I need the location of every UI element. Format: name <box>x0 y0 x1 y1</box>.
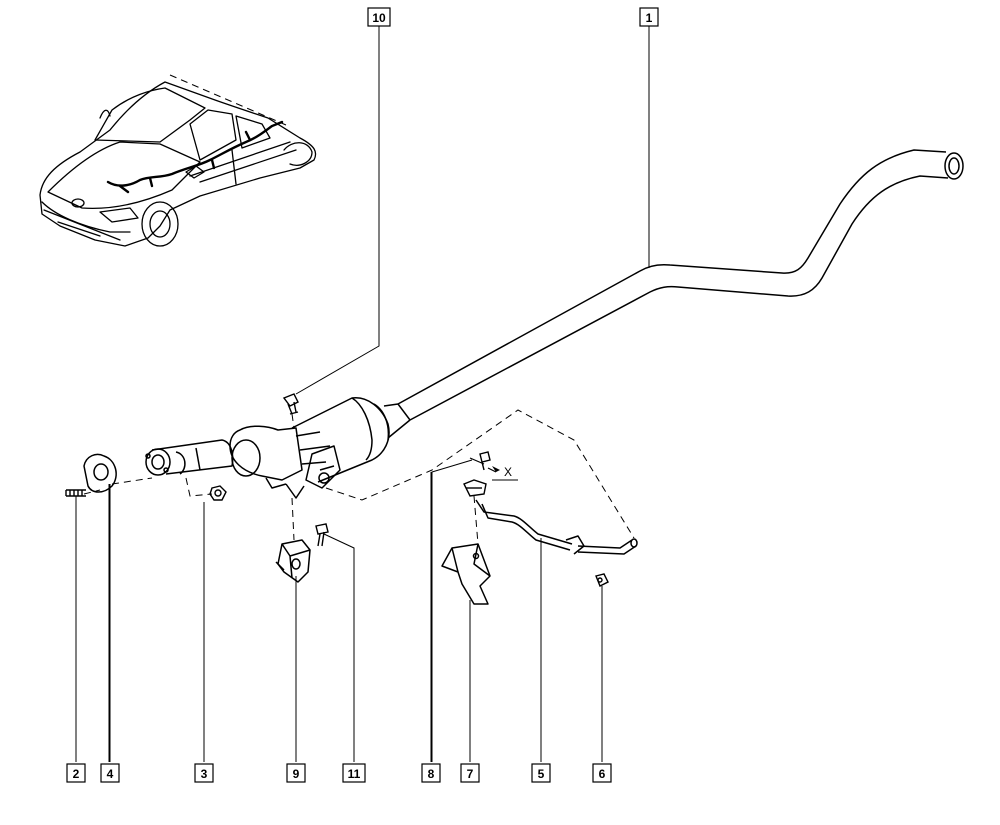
screw <box>315 523 329 547</box>
stud-bolt <box>65 489 86 497</box>
callout-8: 8 <box>421 763 441 783</box>
callout-2: 2 <box>66 763 86 783</box>
sensor-bolt <box>463 451 491 497</box>
nut <box>209 485 227 501</box>
callout-10: 10 <box>367 7 391 27</box>
location-dashed-line <box>169 74 287 126</box>
callout-label: 10 <box>372 11 386 25</box>
annotation-x: X <box>504 465 512 479</box>
wiring-harness <box>106 120 284 194</box>
leader-lines <box>75 26 650 762</box>
vehicle-illustration <box>39 81 317 247</box>
callout-5: 5 <box>531 763 551 783</box>
callout-label: 1 <box>646 11 653 25</box>
callout-6: 6 <box>592 763 612 783</box>
exhaust-pipe <box>397 149 964 421</box>
callout-3: 3 <box>194 763 214 783</box>
annotation-x-marker: X <box>469 457 518 481</box>
heat-shield-bracket <box>441 543 491 605</box>
callout-label: 5 <box>538 767 545 781</box>
catalytic-converter <box>229 397 411 499</box>
callout-label: 4 <box>107 767 114 781</box>
callout-label: 2 <box>73 767 80 781</box>
callout-label: 9 <box>293 767 300 781</box>
callout-1: 1 <box>639 7 659 27</box>
callout-label: 3 <box>201 767 208 781</box>
sensor-cable <box>475 499 638 555</box>
callout-label: 11 <box>348 767 361 781</box>
front-pipe <box>145 439 234 476</box>
gasket <box>83 453 117 493</box>
rubber-mount <box>275 539 311 583</box>
callout-9: 9 <box>286 763 306 783</box>
callout-11: 11 <box>342 763 366 783</box>
cable-nut <box>595 573 609 587</box>
callout-label: 6 <box>599 767 606 781</box>
callout-4: 4 <box>100 763 120 783</box>
callout-7: 7 <box>460 763 480 783</box>
callout-label: 7 <box>467 767 474 781</box>
bolt-top <box>282 393 299 415</box>
assembly-dashed-lines <box>83 409 635 545</box>
callout-label: 8 <box>428 767 435 781</box>
